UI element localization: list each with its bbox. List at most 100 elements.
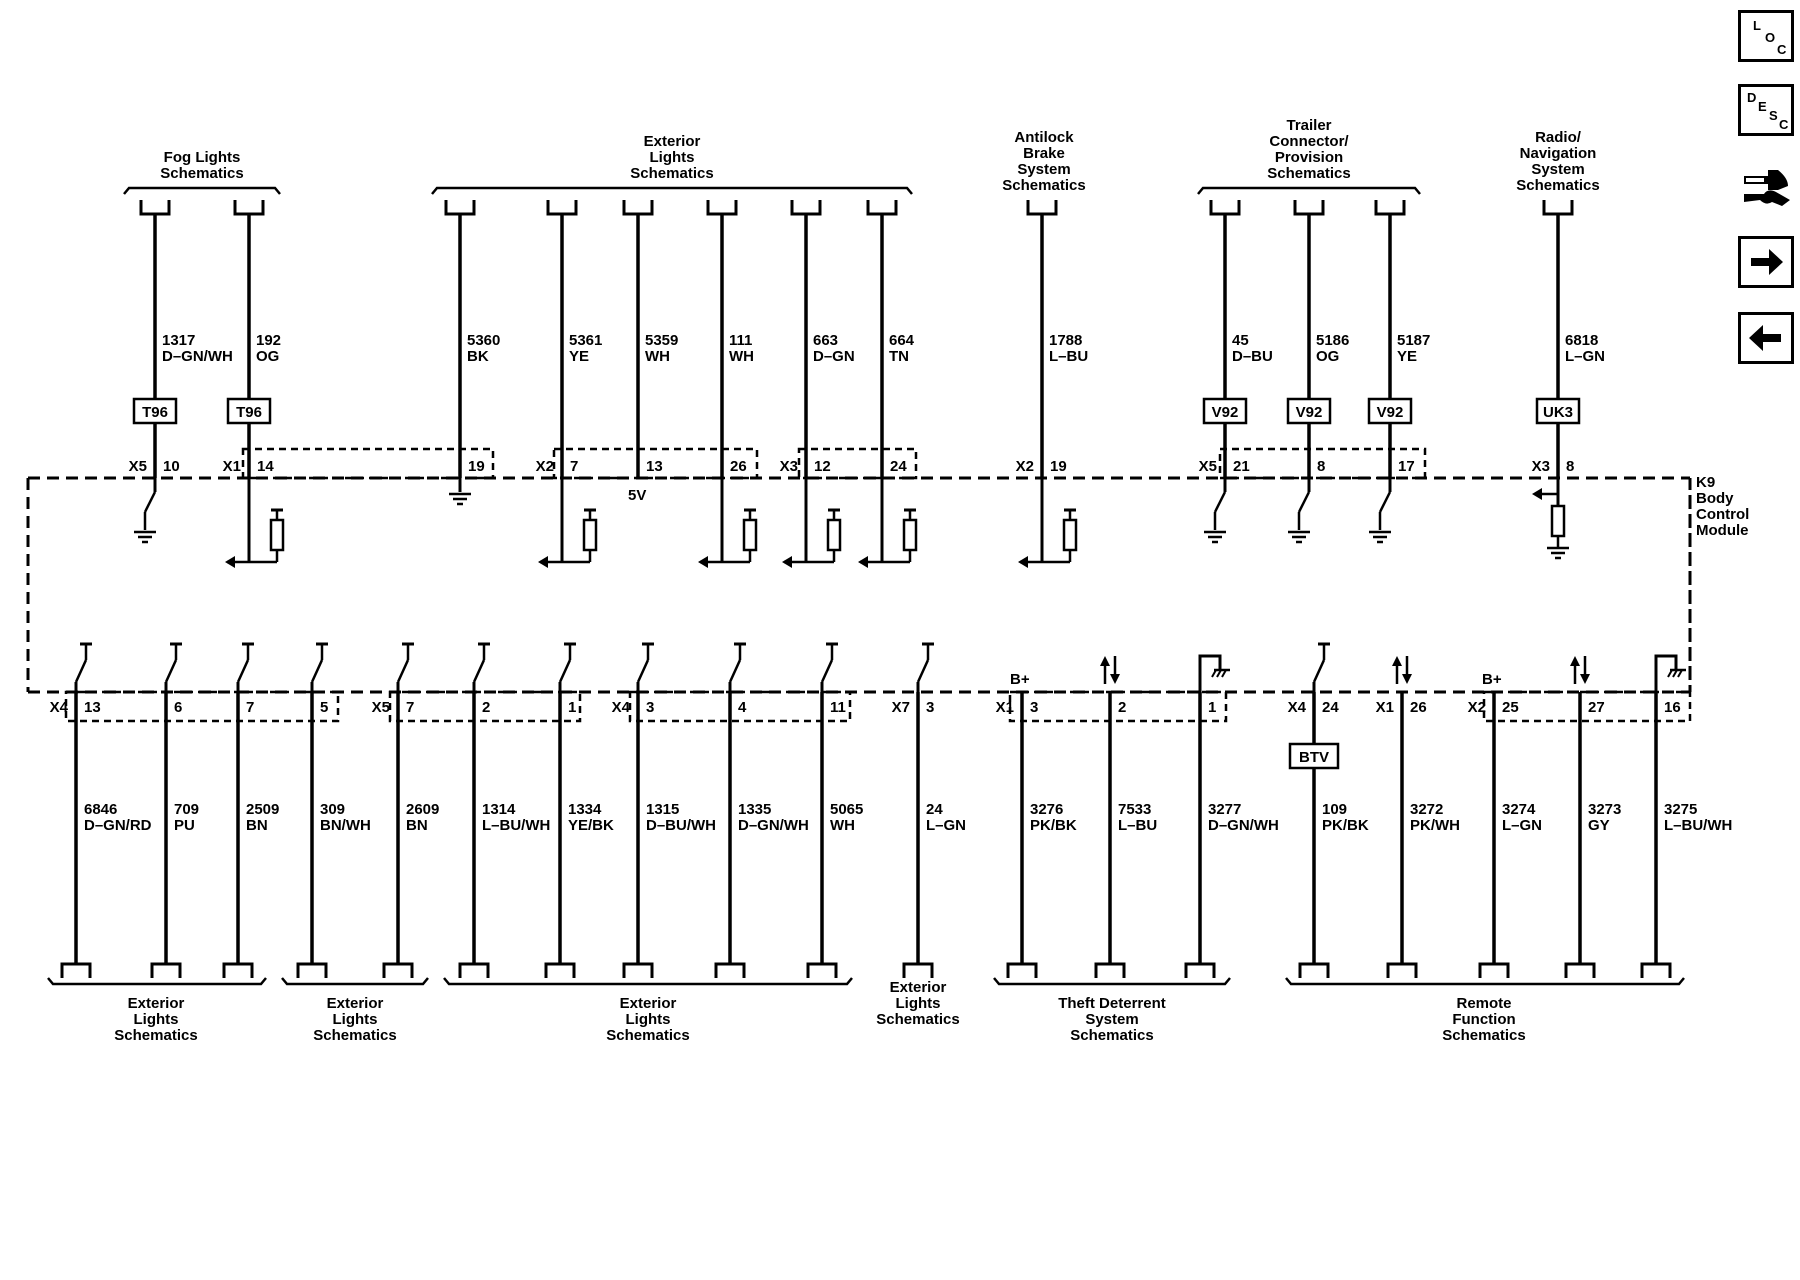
bottom-wire-color: D–GN/WH [1208,817,1279,834]
top-wire-pin: 13 [646,458,663,475]
bottom-wire-color: PK/WH [1410,817,1460,834]
bottom-wire-color: L–GN [1502,817,1542,834]
bottom-wire-color: PK/BK [1322,817,1369,834]
bottom-wire-color: D–GN/WH [738,817,809,834]
bottom-wire-pin: 26 [1410,699,1427,716]
top-wire-inline-label: UK3 [1543,404,1573,421]
lowref-lead [1654,654,1678,692]
bottom-wire-circuit: 24 [926,801,943,818]
top-term-arrow [698,556,708,568]
loc-letter-o: O [1765,30,1776,45]
top-term-arrow [225,556,235,568]
top-group-caption-line: Provision [1275,149,1343,166]
loc-button[interactable]: L O C [1738,10,1794,62]
bottom-sw-blade [636,659,650,683]
bottom-wire-circuit: 3273 [1588,801,1621,818]
top-wire-connector: X3 [1532,458,1550,475]
bottom-wire-inline-label: BTV [1299,749,1329,766]
bidir-down-arrow [1402,674,1412,684]
desc-letter-c: C [1779,117,1789,132]
top-wire-circuit: 664 [889,332,915,349]
top-wire-stub [706,200,738,216]
lowref-hatch [1667,669,1673,678]
bottom-group-caption-line: Lights [626,1011,671,1028]
top-wire-circuit: 45 [1232,332,1249,349]
top-term-resistor [742,518,758,552]
bottom-wire-pin: 1 [1208,699,1216,716]
bottom-wire-connector: X4 [612,699,631,716]
bottom-sw-blade [558,659,572,683]
bottom-wire-circuit: 1315 [646,801,679,818]
top-wire-pin: 7 [570,458,578,475]
bottom-group-caption-line: Schematics [606,1027,689,1044]
desc-button[interactable]: D E S C [1738,84,1794,136]
bottom-wire-color: WH [830,817,855,834]
bottom-wire-color: L–GN [926,817,966,834]
top-wire-inline-label: V92 [1296,404,1323,421]
bottom-group-bracket [993,977,1231,986]
bottom-sw-blade [472,659,486,683]
module-label-line: K9 [1696,474,1715,491]
bottom-wire-connector: X5 [372,699,390,716]
top-wire-pin: 8 [1566,458,1574,475]
bottom-wire-stub [1184,962,1216,978]
bottom-wire-circuit: 709 [174,801,199,818]
top-wire-connector: X5 [129,458,147,475]
top-group-bracket [431,186,913,195]
bottom-connector-block [64,690,340,723]
top-wire-circuit: 5187 [1397,332,1430,349]
top-term-sw-blade [143,491,157,513]
top-wire-connector: X3 [780,458,798,475]
previous-button[interactable] [1738,312,1794,364]
top-wire-circuit: 5186 [1316,332,1349,349]
top-wire-stub [1209,200,1241,216]
top-wire-color: YE [569,348,589,365]
top-wire-inline-box [1535,397,1581,425]
top-wire-inline-label: V92 [1377,404,1404,421]
bottom-group-bracket [1285,977,1685,986]
top-group-bracket [1197,186,1421,195]
bottom-wire-stub [60,962,92,978]
top-wire-inline-box [1202,397,1248,425]
bottom-wire-circuit: 6846 [84,801,117,818]
top-wire-circuit: 5361 [569,332,602,349]
bottom-wire-pin: 16 [1664,699,1681,716]
top-wire-stub [1026,200,1058,216]
bottom-wire-pin: 7 [406,699,414,716]
desc-letter-s: S [1769,108,1778,123]
top-wire-color: WH [729,348,754,365]
top-group-caption-line: Connector/ [1269,133,1349,150]
top-group-caption-line: Schematics [160,165,243,182]
bottom-wire-stub [714,962,746,978]
bottom-wire-color: L–BU/WH [482,817,550,834]
bottom-wire-color: BN/WH [320,817,371,834]
top-wire-circuit: 5359 [645,332,678,349]
top-wire-inline-box [132,397,178,425]
bottom-wire-pin: 5 [320,699,328,716]
bottom-group-caption-line: Exterior [128,995,185,1012]
bottom-wire-circuit: 3275 [1664,801,1697,818]
top-wire-color: TN [889,348,909,365]
bottom-wire-pin: 6 [174,699,182,716]
connector-tool-button[interactable] [1738,160,1794,212]
next-button[interactable] [1738,236,1794,288]
